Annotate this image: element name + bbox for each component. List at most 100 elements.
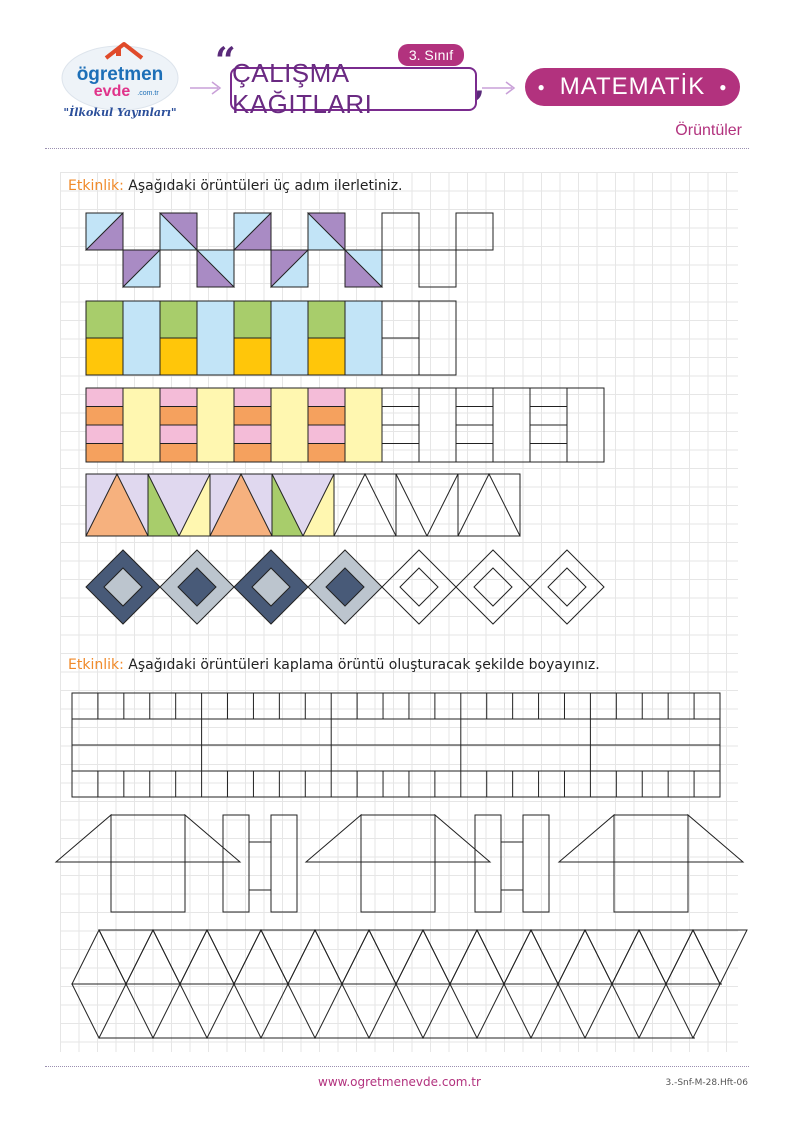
pattern3-stripe [381,387,420,407]
pattern5-inner-diamond [473,567,513,607]
tiling3-triangle [503,928,559,985]
tiling3-triangle [422,929,478,986]
pattern3-column [270,387,309,463]
pattern3-stripe [159,443,198,463]
pattern1-blank-square [418,249,457,288]
tiling2-connector-bar [270,814,298,913]
tiling2-roof-left [54,813,112,863]
pattern2-blank [381,337,420,376]
pattern3-stripe [529,406,568,426]
pattern4-cell [395,473,459,537]
tiling3-triangle [692,929,748,986]
pattern4-triangle [271,473,304,537]
tiling3-triangle [638,929,694,986]
topic-label: Örüntüler [675,122,742,139]
pattern4-triangle [209,472,273,537]
tiling3-triangle [341,928,397,985]
footer-divider [45,1066,749,1067]
tiling2-roof-left [557,813,615,863]
footer-code: 3.-Snf-M-28.Hft-06 [665,1078,748,1088]
activity2-label: Etkinlik: [68,657,124,673]
pattern3-column [196,387,235,463]
pattern3-stripe [85,443,124,463]
tiling3-triangle [449,983,505,1040]
pattern5-diamond [455,549,531,625]
logo-tagline: "İlkokul Yayınları" [63,105,176,119]
header-arrows [190,81,516,95]
pattern2-cell [307,337,346,376]
pattern3-stripe [85,406,124,426]
pattern1-blank-square [455,212,494,251]
pattern3-stripe [233,387,272,407]
tiling3-triangle [152,929,208,986]
activity1-instruction: Etkinlik: Aşağıdaki örüntüleri üç adım i… [68,178,403,194]
tiling2-connector-middle [248,841,272,891]
pattern3-stripe [159,424,198,444]
tiling3-triangle [395,983,451,1040]
logo: ögretmen evde .com.tr "İlkokul Yayınları… [60,40,190,130]
pattern3-stripe [85,424,124,444]
pattern2-blank [418,300,457,376]
tiling3-triangle [584,929,640,986]
activity2-text: Aşağıdaki örüntüleri kaplama örüntü oluş… [128,657,600,673]
pattern4-triangle [85,472,149,537]
pattern3-stripe [307,406,346,426]
tiling3-triangle [395,928,451,985]
pattern2-cell [233,337,272,376]
pattern3-column [122,387,161,463]
pattern3-stripe [307,424,346,444]
pattern3-stripe [233,443,272,463]
pattern3-column [418,387,457,463]
pattern2-blank [381,300,420,339]
pattern1-triangle [122,249,162,289]
pattern1-blank-square [381,212,420,251]
pattern2-cell [233,300,272,339]
pattern3-stripe [529,443,568,463]
pattern4-triangle [457,472,521,537]
pattern5-inner-diamond [399,567,439,607]
pattern3-stripe [381,406,420,426]
pattern3-stripe [529,424,568,444]
pattern3-stripe [455,406,494,426]
tiling3-triangle [611,983,667,1040]
tiling2-house-top [110,814,186,863]
pattern5-inner-diamond [547,567,587,607]
pattern4-cell [333,473,397,537]
tiling3-triangle [179,928,235,985]
tiling3-triangle [665,928,721,985]
tiling2-roof-right [434,813,492,863]
tiling3-triangle [665,983,721,1040]
tiling3-triangle [368,929,424,986]
pattern4-triangle [395,473,428,537]
tiling3-triangle [449,928,505,985]
pattern1-triangle [158,212,198,252]
pattern1-triangle [84,211,124,251]
pattern5-inner-diamond [251,567,291,607]
tiling3-triangle [71,928,127,985]
pattern5-inner-diamond [103,567,143,607]
pattern3-stripe [455,387,494,407]
pattern4-triangle [333,472,397,537]
pattern1-triangle [232,211,272,251]
tiling3-triangle [125,928,181,985]
tiling3-triangle [260,929,316,986]
subject-label: MATEMATİK [559,73,706,100]
logo-text-evde: evde [94,83,131,100]
tiling2-house-body [110,861,186,913]
activity1-text: Aşağıdaki örüntüleri üç adım ilerletiniz… [128,178,403,194]
footer-url[interactable]: www.ogretmenevde.com.tr [318,1075,481,1089]
pattern2-cell [307,300,346,339]
pattern2-cell [196,300,235,376]
pattern1-triangle [344,248,384,288]
pattern3-stripe [455,443,494,463]
pattern3-column [344,387,383,463]
tiling2-roof-left [304,813,362,863]
activity2-instruction: Etkinlik: Aşağıdaki örüntüleri kaplama ö… [68,657,600,673]
pattern2-cell [122,300,161,376]
pattern4-triangle [426,473,459,537]
pattern5-diamond [381,549,457,625]
pattern3-stripe [85,387,124,407]
grade-badge: 3. Sınıf [398,44,464,66]
tiling2-connector-bar [222,814,250,913]
